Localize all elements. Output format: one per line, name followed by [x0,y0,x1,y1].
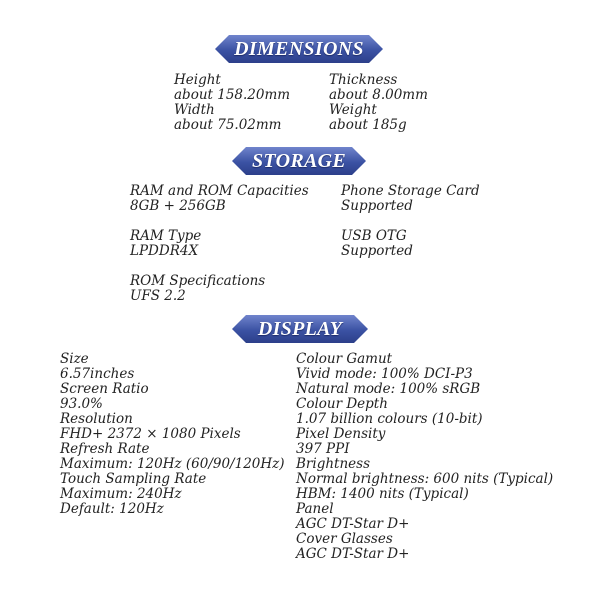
spec-value: FHD+ 2372 × 1080 Pixels [60,426,241,442]
spec-value: AGC DT-Star D+ [296,516,410,532]
spec-value: HBM: 1400 nits (Typical) [296,486,469,502]
spec-label: Panel [296,501,334,517]
storage-right: Phone Storage Card Supported USB OTG Sup… [341,184,480,259]
spec-value: AGC DT-Star D+ [296,546,410,562]
spec-value: Natural mode: 100% sRGB [296,381,481,397]
spec-value: 1.07 billion colours (10-bit) [296,411,483,427]
spec-label: Pixel Density [296,426,386,442]
spec-label: RAM Type [130,228,202,244]
spec-value: 397 PPI [296,441,350,457]
spec-value: 6.57inches [60,366,135,382]
spec-value: LPDDR4X [130,243,199,259]
spec-value: about 158.20mm [174,87,291,103]
storage-left: RAM and ROM Capacities 8GB + 256GB RAM T… [130,184,309,304]
spec-value: about 75.02mm [174,117,282,133]
spec-value: 93.0% [60,396,103,412]
spec-label: Resolution [60,411,133,427]
spec-label: Refresh Rate [60,441,150,457]
spec-label: Width [174,102,215,118]
spec-value: Supported [341,198,413,214]
spec-value: Normal brightness: 600 nits (Typical) [296,471,554,487]
spec-value: Supported [341,243,413,259]
spec-label: Brightness [296,456,370,472]
spec-label: Phone Storage Card [341,183,480,199]
spec-value: Vivid mode: 100% DCI-P3 [296,366,473,382]
dimensions-heading: DIMENSIONS [215,35,383,63]
spec-label: Thickness [329,72,398,88]
spec-label: USB OTG [341,228,407,244]
storage-heading: STORAGE [232,147,366,175]
spec-label: ROM Specifications [130,273,266,289]
spec-value: about 185g [329,117,407,133]
spec-label: Size [60,351,89,367]
display-heading: DISPLAY [232,315,368,343]
display-left: Size 6.57inches Screen Ratio 93.0% Resol… [60,352,285,517]
spec-value: Maximum: 120Hz (60/90/120Hz) [60,456,285,472]
spec-label: Height [174,72,221,88]
spec-label: Cover Glasses [296,531,393,547]
display-right: Colour Gamut Vivid mode: 100% DCI-P3 Nat… [296,352,553,562]
dimensions-left: Height about 158.20mm Width about 75.02m… [174,73,290,133]
spec-label: Colour Gamut [296,351,393,367]
dimensions-right: Thickness about 8.00mm Weight about 185g [329,73,428,133]
spec-value: UFS 2.2 [130,288,186,304]
spec-label: Weight [329,102,377,118]
spec-label: RAM and ROM Capacities [130,183,309,199]
spec-value: 8GB + 256GB [130,198,226,214]
spec-label: Colour Depth [296,396,388,412]
spec-label: Touch Sampling Rate [60,471,207,487]
spec-value: Default: 120Hz [60,501,164,517]
spec-value: about 8.00mm [329,87,428,103]
spec-value: Maximum: 240Hz [60,486,182,502]
spec-label: Screen Ratio [60,381,149,397]
